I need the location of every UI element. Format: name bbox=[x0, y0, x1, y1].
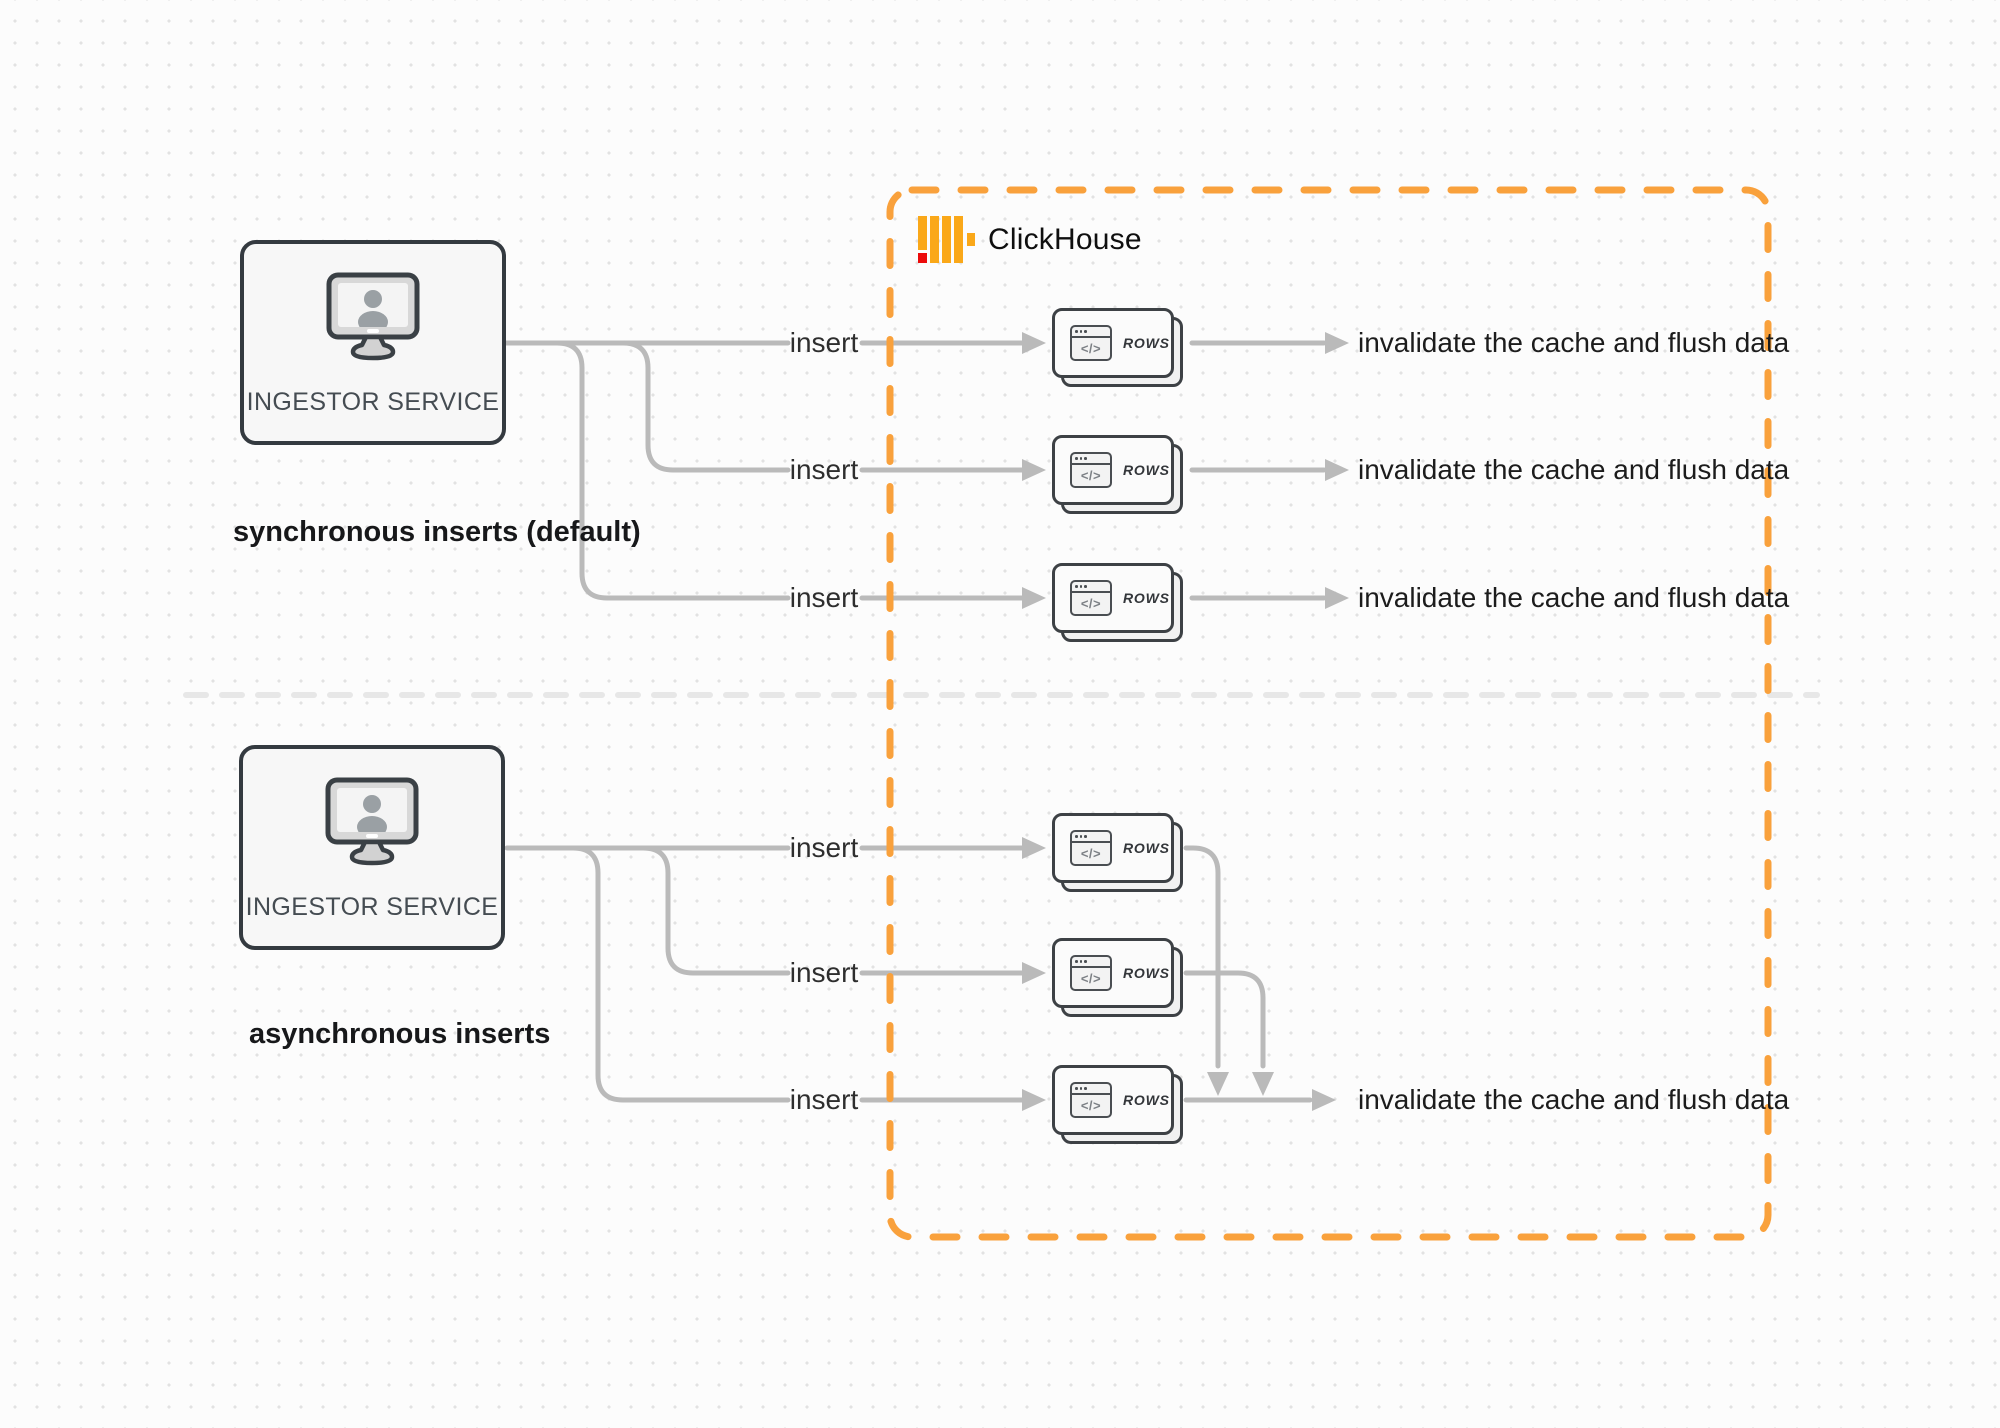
arrowhead bbox=[1022, 459, 1046, 481]
result-label: invalidate the cache and flush data bbox=[1358, 454, 1790, 485]
arrowhead bbox=[1325, 332, 1349, 354]
ingestor-service-label: INGESTOR SERVICE bbox=[245, 893, 499, 921]
rows-node: </> ROWS bbox=[1052, 435, 1183, 514]
insert-label: insert bbox=[789, 454, 859, 485]
async-section-caption: asynchronous inserts bbox=[249, 1018, 551, 1050]
arrowhead-down bbox=[1207, 1072, 1229, 1096]
rows-label: ROWS bbox=[1123, 1092, 1170, 1108]
arrowhead bbox=[1022, 332, 1046, 354]
arrowhead bbox=[1022, 962, 1046, 984]
code-window-icon: </> bbox=[1070, 325, 1112, 361]
insert-label: insert bbox=[789, 582, 859, 613]
async-converge-row1 bbox=[1183, 845, 1221, 1069]
code-window-icon: </> bbox=[1070, 1082, 1112, 1118]
code-window-icon: </> bbox=[1070, 955, 1112, 991]
result-label: invalidate the cache and flush data bbox=[1358, 1084, 1790, 1115]
rows-node: </> ROWS bbox=[1052, 813, 1183, 892]
rows-label: ROWS bbox=[1123, 965, 1170, 981]
code-window-icon: </> bbox=[1070, 452, 1112, 488]
async-line-row2-branch bbox=[640, 845, 791, 976]
arrowhead bbox=[1022, 837, 1046, 859]
ingestor-service-node-sync: INGESTOR SERVICE bbox=[240, 240, 506, 445]
rows-label: ROWS bbox=[1123, 462, 1170, 478]
sync-line-row3-branch bbox=[554, 340, 791, 601]
ingestor-service-node-async: INGESTOR SERVICE bbox=[239, 745, 505, 950]
insert-label: insert bbox=[789, 832, 859, 863]
rows-label: ROWS bbox=[1123, 590, 1170, 606]
clickhouse-logo-icon bbox=[918, 216, 975, 263]
arrowhead-down bbox=[1252, 1072, 1274, 1096]
rows-label: ROWS bbox=[1123, 840, 1170, 856]
rows-node: </> ROWS bbox=[1052, 563, 1183, 642]
insert-label: insert bbox=[789, 957, 859, 988]
insert-label: insert bbox=[789, 1084, 859, 1115]
rows-label: ROWS bbox=[1123, 335, 1170, 351]
sync-section-caption: synchronous inserts (default) bbox=[233, 516, 641, 548]
rows-node: </> ROWS bbox=[1052, 1065, 1183, 1144]
monitor-user-icon bbox=[320, 775, 424, 876]
ingestor-service-label: INGESTOR SERVICE bbox=[246, 388, 500, 416]
sync-line-row2-branch bbox=[620, 340, 791, 473]
clickhouse-wordmark: ClickHouse bbox=[988, 223, 1142, 256]
async-converge-row2 bbox=[1183, 970, 1266, 1069]
insert-label: insert bbox=[789, 327, 859, 358]
rows-node: </> ROWS bbox=[1052, 308, 1183, 387]
result-label: invalidate the cache and flush data bbox=[1358, 582, 1790, 613]
async-line-row3-branch bbox=[570, 845, 791, 1103]
code-window-icon: </> bbox=[1070, 830, 1112, 866]
code-window-icon: </> bbox=[1070, 580, 1112, 616]
result-label: invalidate the cache and flush data bbox=[1358, 327, 1790, 358]
arrowhead bbox=[1022, 587, 1046, 609]
clickhouse-boundary bbox=[886, 186, 1772, 1241]
arrowhead bbox=[1312, 1089, 1336, 1111]
arrowhead bbox=[1022, 1089, 1046, 1111]
arrowhead bbox=[1325, 459, 1349, 481]
rows-node: </> ROWS bbox=[1052, 938, 1183, 1017]
monitor-user-icon bbox=[321, 270, 425, 371]
arrowhead bbox=[1325, 587, 1349, 609]
